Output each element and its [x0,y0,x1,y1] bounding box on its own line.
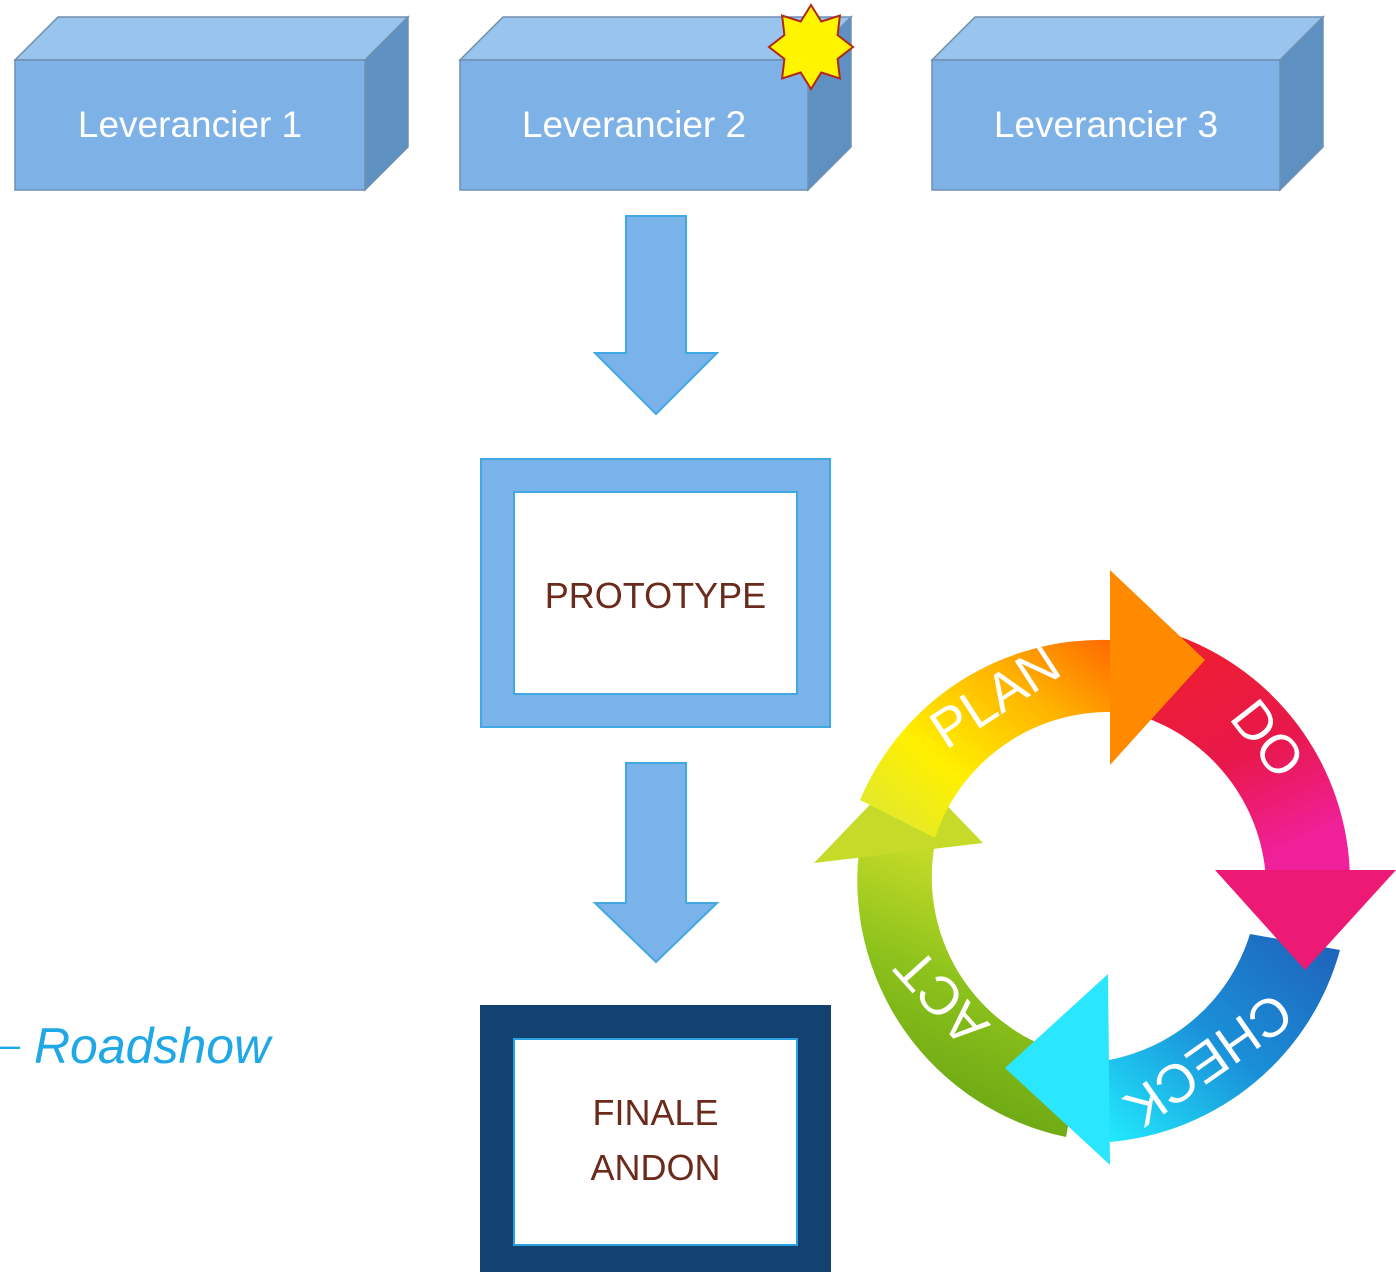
prototype-frame [480,458,831,728]
check-arrow [1095,934,1340,1142]
pdca-cycle [814,570,1396,1165]
roadshow-dash: – [0,1024,21,1065]
roadshow-text: Roadshow [33,1018,271,1074]
final-andon-frame [480,1005,831,1272]
plan-arrow [860,639,1110,838]
final-label-line2: ANDON [590,1147,721,1188]
prototype-label: PROTOTYPE [544,575,767,616]
supplier-box-3 [930,15,1325,192]
final-label-line1: FINALE [592,1092,719,1133]
supplier-3-label: Leverancier 3 [993,104,1219,145]
star-icon [767,3,855,91]
supplier-1-label: Leverancier 1 [77,104,303,145]
supplier-2-label: Leverancier 2 [521,104,747,145]
down-arrow-2 [592,762,720,964]
roadshow-note: – Roadshow [0,1017,270,1075]
do-arrow [1138,630,1350,880]
down-arrow-1 [592,215,720,416]
supplier-box-1 [13,15,410,192]
